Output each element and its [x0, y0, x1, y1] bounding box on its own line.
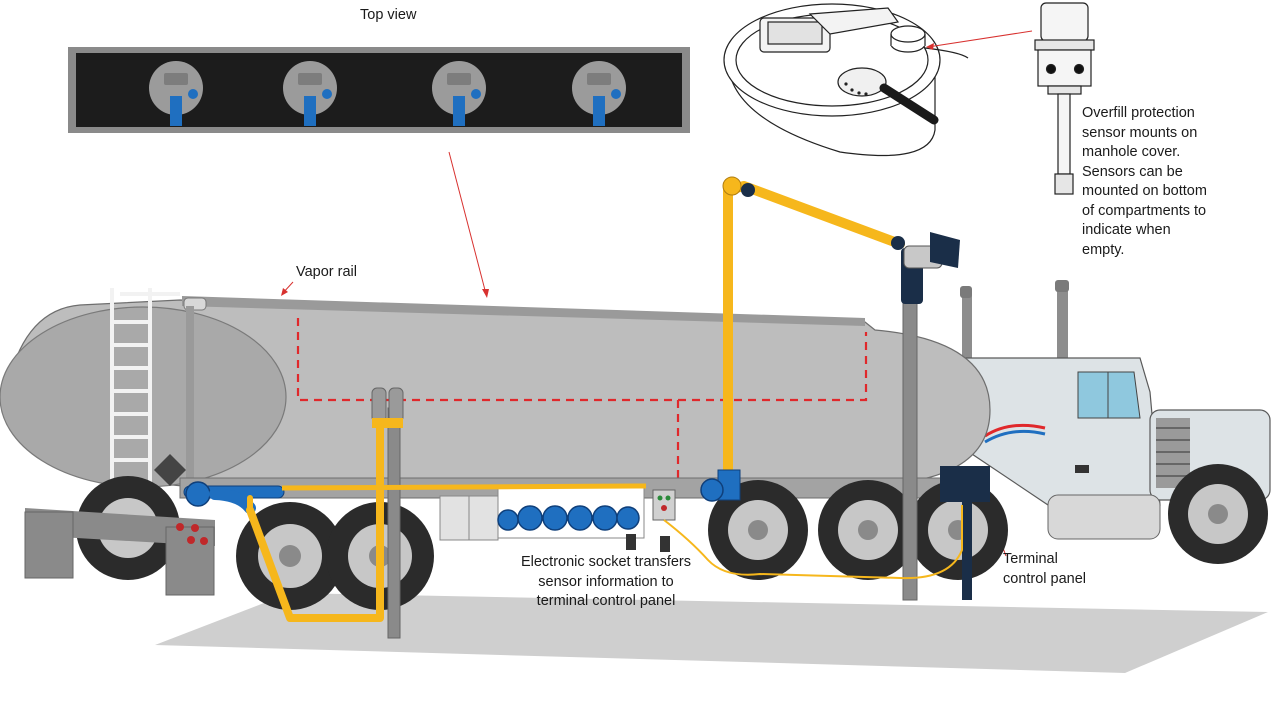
tank-body	[0, 296, 991, 496]
overfill-line-6: of compartments to	[1082, 202, 1207, 219]
yellow-side-pipe	[281, 483, 647, 491]
rear-bumper	[24, 508, 215, 596]
vapor-rail-label: Vapor rail	[296, 264, 357, 280]
socket-note: Electronic socket transfers sensor infor…	[506, 553, 706, 612]
manhole-cover-illustration	[723, 3, 969, 157]
exhaust-stack-left	[960, 286, 972, 298]
overfill-line-3: manhole cover.	[1082, 144, 1181, 160]
ground-pad	[155, 593, 1268, 673]
overfill-line-7: indicate when	[1082, 222, 1171, 238]
overfill-line-8: empty.	[1082, 241, 1125, 258]
socket-line-3: terminal control panel	[536, 593, 676, 609]
loading-tower-post	[902, 289, 918, 601]
top-view-label: Top view	[360, 7, 417, 23]
vapor-riser-head	[371, 387, 404, 428]
overfill-line-2: sensor mounts on	[1082, 124, 1198, 141]
terminal-line-2: control panel	[1003, 570, 1087, 587]
ladder	[110, 288, 180, 512]
vapor-riser-post	[387, 407, 401, 639]
swivel-head	[901, 232, 960, 304]
top-view-panel	[68, 47, 690, 133]
sensor-cable	[663, 505, 963, 580]
overfill-line-1: Overfill protection	[1082, 105, 1195, 121]
overfill-line-4: Sensors can be	[1082, 163, 1183, 180]
socket-line-1: Electronic socket transfers	[520, 554, 692, 570]
terminal-line-1: Terminal	[1003, 551, 1058, 567]
socket-line-2: sensor information to	[538, 573, 674, 590]
loading-arm-joints	[700, 176, 905, 502]
overfill-note: Overfill protection sensor mounts on man…	[1082, 104, 1207, 260]
cabinet-and-valves	[439, 487, 676, 552]
overfill-sensor-icon	[1034, 2, 1095, 195]
terminal-note: Terminal control panel	[1003, 550, 1086, 589]
vapor-hose	[183, 481, 285, 514]
wheels	[76, 464, 1268, 610]
top-view-hatches	[149, 61, 626, 126]
overfill-line-5: mounted on bottom	[1082, 183, 1207, 199]
terminal-control-panel	[940, 466, 990, 600]
vapor-recovery-pipe	[246, 414, 384, 622]
exhaust-stack-right	[1055, 280, 1069, 292]
